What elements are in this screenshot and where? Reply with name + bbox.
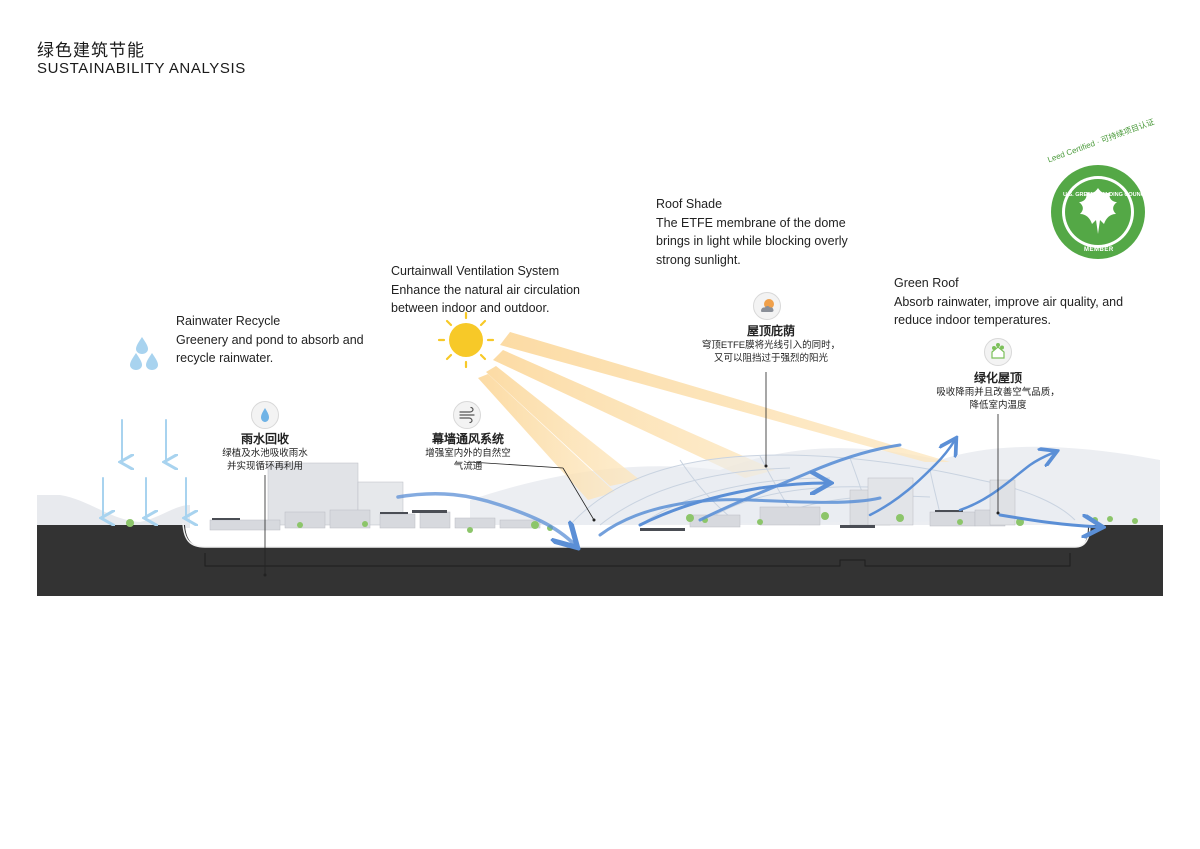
cn-label-ventilation: 幕墙通风系统 增强室内外的自然空 气流通 [408, 431, 528, 473]
ground-slab [37, 525, 1163, 596]
airflow-arrows [396, 440, 1100, 545]
wind-icon [453, 401, 481, 429]
building-roofs [212, 510, 963, 531]
cn-label-roof-shade-title: 屋顶庇荫 [746, 324, 795, 338]
page-title-cn: 绿色建筑节能 [37, 41, 145, 60]
sun-icon [437, 311, 495, 369]
badge-ring-text: U.S. GREEN BUILDING COUNCIL [1063, 192, 1150, 198]
leaf-emblem-icon [1079, 188, 1117, 234]
note-green-roof: Green Roof Absorb rainwater, improve air… [894, 274, 1123, 330]
page-title-en: SUSTAINABILITY ANALYSIS [37, 60, 246, 77]
note-roof-shade-title: Roof Shade [656, 197, 723, 211]
note-rainwater-body: Greenery and pond to absorb and recycle … [176, 332, 364, 366]
rain-arrows [103, 419, 186, 518]
cn-label-rainwater: 雨水回收 绿植及水池吸收雨水 并实现循环再利用 [205, 431, 325, 473]
sunbeam-3 [486, 366, 640, 486]
note-ventilation-body: Enhance the natural air circulation betw… [391, 282, 581, 316]
basement-line [204, 553, 1071, 567]
sunbeam-1 [500, 332, 950, 462]
buildings [209, 462, 1016, 531]
badge-member-text: MEMBER [1084, 247, 1114, 253]
cn-label-rainwater-body: 绿植及水池吸收雨水 并实现循环再利用 [222, 448, 308, 472]
cn-label-ventilation-body: 增强室内外的自然空 气流通 [425, 448, 511, 472]
cn-label-rainwater-title: 雨水回收 [240, 432, 289, 446]
note-ventilation: Curtainwall Ventilation System Enhance t… [391, 262, 580, 318]
cn-label-roof-shade: 屋顶庇荫 穹顶ETFE膜将光线引入的同时， 又可以阻挡过于强烈的阳光 [686, 323, 856, 365]
water-drop-icon [251, 401, 279, 429]
note-rainwater-title: Rainwater Recycle [176, 314, 281, 328]
raindrop-group-icon [130, 337, 158, 370]
note-green-roof-body: Absorb rainwater, improve air quality, a… [894, 294, 1124, 328]
note-green-roof-title: Green Roof [894, 276, 959, 290]
cn-label-roof-shade-body: 穹顶ETFE膜将光线引入的同时， 又可以阻挡过于强烈的阳光 [701, 340, 841, 364]
usgbc-member-badge [1051, 165, 1145, 259]
cn-label-green-roof-body: 吸收降雨并且改善空气品质， 降低室内温度 [936, 387, 1060, 411]
sun-cloud-icon [753, 292, 781, 320]
cn-label-ventilation-title: 幕墙通风系统 [431, 432, 504, 446]
green-house-icon [984, 338, 1012, 366]
left-ground-mound [37, 495, 190, 528]
note-rainwater: Rainwater Recycle Greenery and pond to a… [176, 312, 364, 368]
sunbeam-2 [493, 350, 775, 478]
leader-dots [263, 464, 1000, 577]
cn-label-green-roof: 绿化屋顶 吸收降雨并且改善空气品质， 降低室内温度 [913, 370, 1083, 412]
leader-lines [264, 372, 999, 575]
note-roof-shade: Roof Shade The ETFE membrane of the dome… [656, 195, 848, 269]
sunbeam-4 [478, 374, 615, 500]
note-ventilation-title: Curtainwall Ventilation System [391, 264, 560, 278]
note-roof-shade-body: The ETFE membrane of the dome brings in … [656, 215, 848, 267]
cn-label-green-roof-title: 绿化屋顶 [973, 371, 1022, 385]
